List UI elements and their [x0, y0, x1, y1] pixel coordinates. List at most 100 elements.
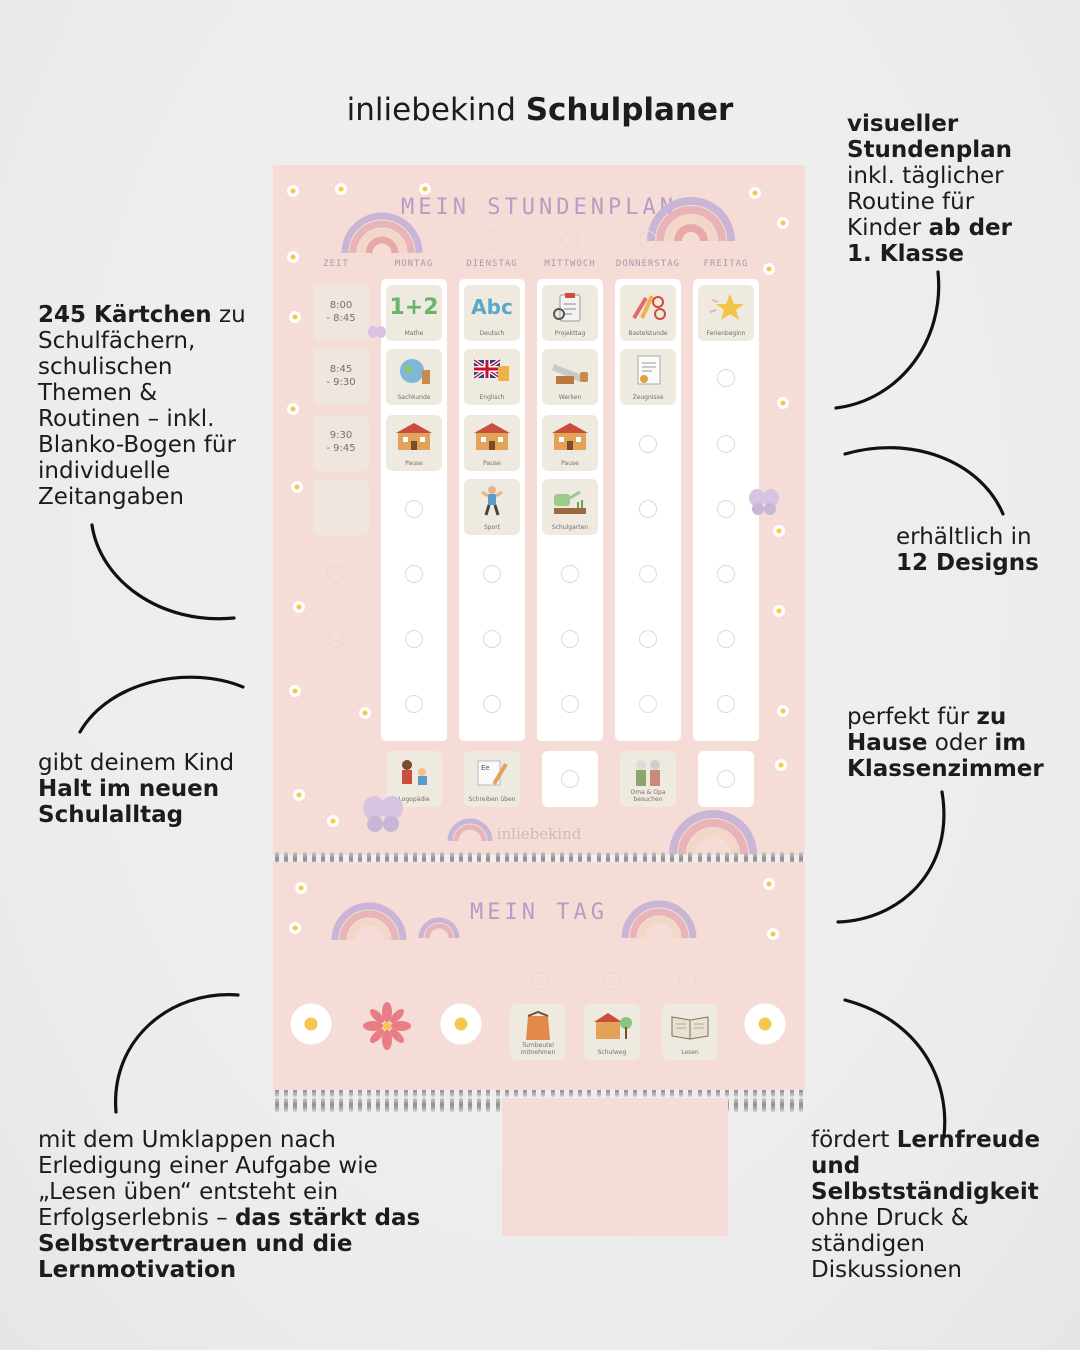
spiral-ring [789, 852, 794, 866]
card-oma-opa[interactable]: Oma & Opa besuchen [620, 751, 676, 807]
empty-slot-dot[interactable] [717, 565, 735, 583]
curve-right1 [834, 270, 941, 410]
time-card[interactable]: 8:45 - 9:30 [313, 349, 369, 405]
butterfly-icon [363, 796, 403, 832]
card-turnbeutel[interactable]: Turnbeutel mitnehmen [510, 1004, 566, 1060]
book-icon [668, 1009, 712, 1043]
card-label: Logopädie [398, 796, 430, 803]
empty-slot-dot[interactable] [530, 972, 548, 990]
empty-slot-dot[interactable] [483, 630, 501, 648]
time-card[interactable]: 9:30 - 9:45 [313, 415, 369, 471]
empty-slot-dot[interactable] [327, 565, 345, 583]
note-flip-bold: das stärkt das Selbstvertrauen und die L… [38, 1205, 421, 1283]
empty-slot-dot[interactable] [405, 695, 423, 713]
spiral-ring [688, 852, 693, 866]
card-sachkunde[interactable]: Sachkunde [386, 349, 442, 405]
spiral-ring [688, 1083, 693, 1097]
card-ferienbeginn[interactable]: Ferienbeginn [698, 285, 754, 341]
spiral-ring [275, 1098, 279, 1112]
card-schulgarten[interactable]: Schulgarten [542, 479, 598, 535]
card-deutsch[interactable]: Abc Deutsch [464, 285, 520, 341]
daisy-icon [327, 815, 339, 827]
empty-slot-dot[interactable] [483, 695, 501, 713]
spiral-ring [357, 852, 362, 866]
note-joy: fördert Lernfreude und Selbstständigkeit… [811, 1127, 1041, 1283]
daisy-icon [767, 928, 779, 940]
card-sport[interactable]: Sport [464, 479, 520, 535]
time-card-blank[interactable] [313, 479, 369, 535]
spiral-ring [523, 852, 528, 866]
empty-slot-dot[interactable] [717, 630, 735, 648]
empty-slot-dot[interactable] [639, 695, 657, 713]
card-schreiben-ueben[interactable]: Ee Schreiben üben [464, 751, 520, 807]
daisy-icon [287, 185, 299, 197]
spiral-ring [780, 852, 785, 866]
empty-slot-dot[interactable] [639, 435, 657, 453]
spiral-ring [633, 852, 638, 866]
spiral-ring [559, 852, 564, 866]
card-werken[interactable]: Werken [542, 349, 598, 405]
empty-slot-dot[interactable] [327, 695, 345, 713]
empty-slot-dot[interactable] [717, 695, 735, 713]
empty-slot-dot[interactable] [717, 500, 735, 518]
empty-slot-dot[interactable] [483, 565, 501, 583]
spiral-ring [311, 1083, 316, 1097]
card-pause[interactable]: Pause [464, 415, 520, 471]
empty-slot-dot[interactable] [561, 565, 579, 583]
empty-slot-dot[interactable] [327, 630, 345, 648]
card-pause[interactable]: Pause [386, 415, 442, 471]
spiral-ring [569, 852, 573, 866]
spiral-ring [605, 852, 610, 866]
empty-slot-dot[interactable] [717, 369, 735, 387]
header-dienstag: DIENSTAG [466, 259, 518, 269]
spiral-ring [752, 1098, 757, 1112]
daisy-icon [287, 251, 299, 263]
empty-slot-dot[interactable] [483, 231, 501, 249]
empty-slot-dot[interactable] [604, 972, 622, 990]
school-icon [392, 420, 436, 454]
empty-slot-dot[interactable] [639, 565, 657, 583]
card-englisch[interactable]: Englisch [464, 349, 520, 405]
time-from: 8:00 [329, 300, 353, 311]
card-projekttag[interactable]: Projekttag [542, 285, 598, 341]
empty-slot-dot[interactable] [405, 500, 423, 518]
spiral-ring [449, 1083, 454, 1097]
spiral-ring [320, 1098, 325, 1112]
time-card[interactable]: 8:00 - 8:45 [313, 285, 369, 341]
card-pause[interactable]: Pause [542, 415, 598, 471]
card-schulweg[interactable]: Schulweg [584, 1004, 640, 1060]
empty-slot-dot[interactable] [561, 695, 579, 713]
card-lesen[interactable]: Lesen [662, 1004, 718, 1060]
card-label: Schulgarten [551, 524, 589, 531]
note-support-bold2: im neuen Schulalltag [38, 776, 220, 828]
card-bastelstunde[interactable]: Bastelstunde [620, 285, 676, 341]
spiral-ring [651, 1083, 656, 1097]
spiral-ring [449, 852, 454, 866]
daisy-icon [749, 187, 761, 199]
daisy-icon [775, 759, 787, 771]
empty-slot-dot[interactable] [639, 231, 657, 249]
empty-slot-dot[interactable] [405, 630, 423, 648]
spiral-ring [780, 1083, 785, 1097]
headline: inliebekind Schulplaner [0, 92, 1080, 128]
fold-tab[interactable] [502, 1098, 728, 1236]
spiral-ring [789, 1083, 794, 1097]
card-blank[interactable] [542, 751, 598, 807]
card-zeugnisse[interactable]: Zeugnisse [620, 349, 676, 405]
empty-slot-dot[interactable] [405, 565, 423, 583]
empty-slot-dot[interactable] [678, 972, 696, 990]
card-mathe[interactable]: 1+2 Mathe [386, 285, 442, 341]
spiral-ring [385, 852, 390, 866]
empty-slot-dot[interactable] [717, 435, 735, 453]
mein-tag-board: MEIN TAG [273, 862, 805, 1090]
header-donnerstag: DONNERSTAG [615, 259, 681, 269]
empty-slot-dot[interactable] [561, 231, 579, 249]
time-to: - 9:30 [326, 377, 356, 388]
empty-slot-dot[interactable] [639, 630, 657, 648]
empty-slot-dot[interactable] [561, 630, 579, 648]
spiral-ring [486, 852, 491, 866]
card-blank[interactable] [698, 751, 754, 807]
spiral-ring [624, 1083, 629, 1097]
spiral-ring [651, 852, 656, 866]
empty-slot-dot[interactable] [639, 500, 657, 518]
